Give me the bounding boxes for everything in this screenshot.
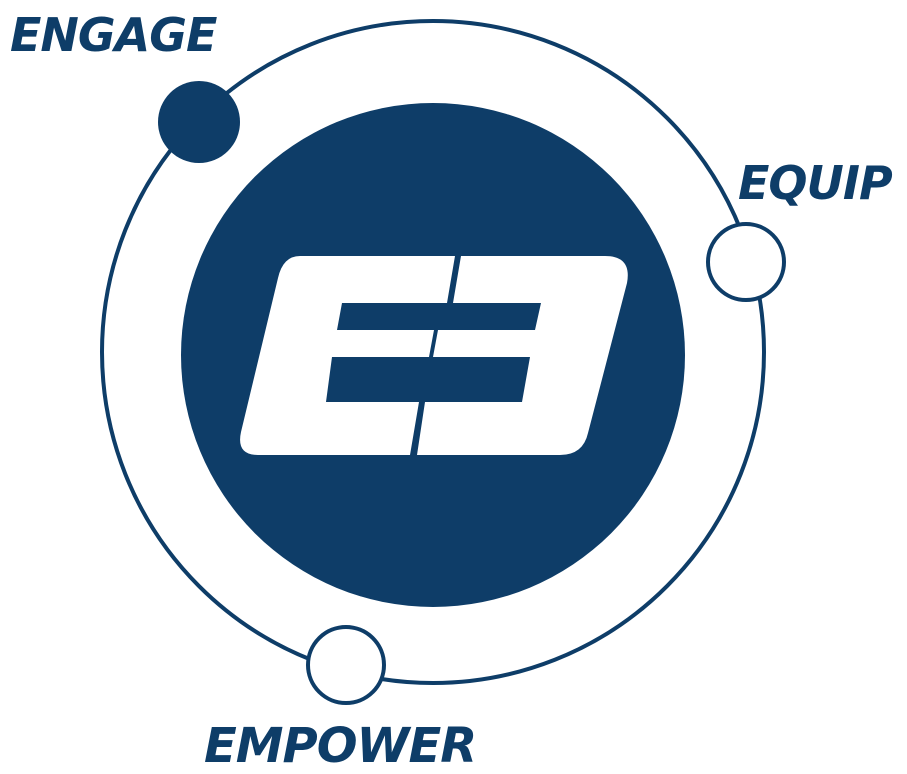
e3-logo bbox=[181, 103, 685, 607]
engage-label: ENGAGE bbox=[10, 8, 217, 62]
equip-node-icon bbox=[706, 222, 786, 302]
engage-node-icon bbox=[158, 81, 240, 163]
orbit-ring bbox=[100, 19, 766, 685]
logo-digit-3 bbox=[417, 256, 628, 455]
logo-letter-e bbox=[240, 256, 455, 455]
logo-disc bbox=[181, 103, 685, 607]
empower-node-icon bbox=[306, 625, 386, 705]
empower-label: EMPOWER bbox=[204, 718, 477, 774]
equip-label: EQUIP bbox=[738, 156, 893, 210]
